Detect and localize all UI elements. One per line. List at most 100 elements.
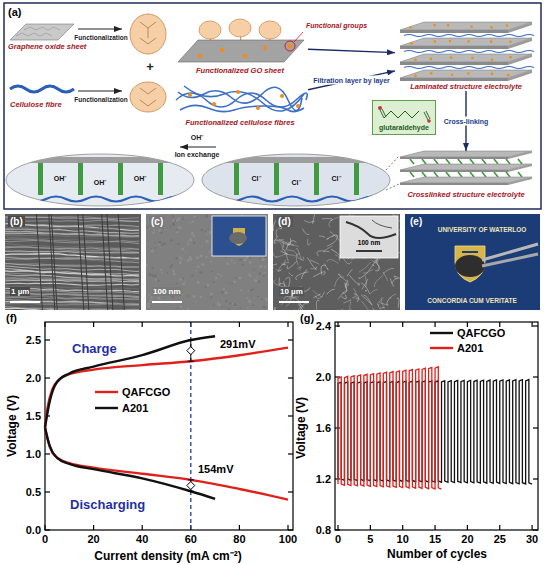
laminated-stack	[404, 35, 534, 37]
sem-texture	[172, 219, 175, 222]
sem-texture	[179, 278, 181, 280]
sem-texture	[172, 215, 175, 218]
tem-inset	[356, 250, 382, 252]
sem-texture	[262, 258, 265, 261]
ion-label: OH⁻	[94, 178, 107, 187]
tick-label: 25	[494, 533, 506, 545]
sem-texture	[5, 275, 139, 281]
polarization-chart	[288, 339, 293, 340]
cycling-chart	[467, 322, 468, 327]
sem-texture	[5, 235, 139, 237]
tem-inset	[340, 216, 398, 258]
scale-bar	[10, 301, 40, 303]
crosslinked-stack	[410, 172, 414, 177]
sem-texture	[182, 218, 184, 220]
legend-line	[95, 407, 118, 409]
laminated-stack	[400, 30, 508, 33]
sem-texture	[213, 281, 215, 283]
axis-title: Voltage (V)	[5, 395, 19, 457]
sem-texture	[204, 230, 206, 232]
polarization-chart	[45, 336, 215, 427]
sem-texture	[233, 280, 236, 283]
sem-texture	[147, 302, 150, 305]
sem-texture	[5, 250, 139, 253]
sem-texture	[338, 274, 347, 282]
tick-label: 15	[429, 533, 441, 545]
callout-label: Functional groups	[306, 22, 367, 29]
functionalized-go-sheet	[285, 41, 295, 51]
ion-exchange-zoom-right	[314, 163, 319, 195]
sem-texture	[222, 298, 223, 299]
laminated-stack	[508, 70, 532, 81]
sem-texture	[286, 241, 297, 251]
sem-texture	[265, 298, 268, 301]
sem-texture	[102, 214, 108, 310]
step-label: Functionalization	[74, 34, 127, 41]
sem-texture	[374, 275, 383, 287]
sem-texture	[317, 251, 330, 256]
sem-texture	[149, 299, 152, 302]
sem-texture	[196, 256, 199, 259]
sem-texture	[355, 297, 360, 300]
sem-texture	[258, 281, 259, 282]
sem-texture	[205, 286, 207, 288]
zoom-line	[386, 156, 399, 170]
polarization-chart	[239, 322, 240, 327]
tick-label: 1.2	[316, 473, 331, 485]
node-label: Crosslinked structure electrolyte	[395, 190, 537, 199]
polarization-chart	[287, 322, 288, 327]
sem-texture	[185, 217, 186, 218]
polarization-chart	[93, 322, 94, 327]
sem-texture	[164, 297, 166, 299]
panel-frame	[4, 3, 541, 209]
panel-letter: (d)	[276, 216, 293, 227]
ion-label: OH⁻	[134, 174, 147, 183]
crosslinked-stack	[434, 172, 438, 177]
crosslinked-stack	[434, 159, 438, 164]
sem-texture	[187, 240, 189, 242]
sem-texture	[206, 302, 207, 303]
sem-texture	[286, 295, 291, 306]
sem-texture	[205, 240, 208, 243]
laminated-stack	[414, 59, 417, 62]
ion-exchange-zoom-left	[4, 157, 198, 163]
sem-texture	[196, 217, 197, 218]
laminated-stack	[409, 26, 412, 29]
sem-texture	[349, 275, 359, 285]
scale-label: 100 nm	[152, 287, 182, 296]
sem-texture	[368, 259, 377, 271]
axis-title: Voltage (V)	[294, 397, 308, 459]
plus-sign: +	[146, 59, 154, 74]
sem-texture	[258, 280, 260, 282]
sem-texture	[312, 290, 322, 297]
laminated-stack	[509, 40, 512, 43]
sem-texture	[252, 288, 254, 290]
laminated-stack	[400, 78, 508, 81]
scale-label: 100 nm	[358, 239, 380, 246]
sem-texture	[362, 279, 368, 289]
membrane-photo	[482, 254, 538, 266]
process-arrow	[308, 49, 395, 52]
sem-texture	[259, 305, 260, 306]
functionalized-go-sheet	[178, 40, 304, 62]
legend-line	[95, 391, 118, 393]
membrane-photo	[405, 214, 540, 310]
sem-texture	[361, 283, 370, 294]
ion-label: OH⁻	[54, 174, 67, 183]
sem-texture	[319, 236, 325, 238]
sem-texture	[217, 302, 219, 304]
functionalized-go-sheet	[243, 54, 247, 58]
sem-texture	[157, 280, 159, 282]
sem-texture	[211, 296, 213, 298]
panel-letter: (g)	[300, 312, 314, 324]
cycling-chart	[531, 525, 532, 530]
sem-texture	[375, 261, 379, 271]
sem-texture	[205, 215, 208, 218]
crosslinked-stack	[508, 177, 532, 185]
sem-texture	[282, 249, 289, 261]
sem-texture	[273, 308, 275, 310]
sem-texture	[186, 295, 188, 297]
sem-texture	[248, 290, 250, 292]
sem-texture	[5, 243, 139, 249]
crosslinked-stack	[458, 172, 462, 177]
